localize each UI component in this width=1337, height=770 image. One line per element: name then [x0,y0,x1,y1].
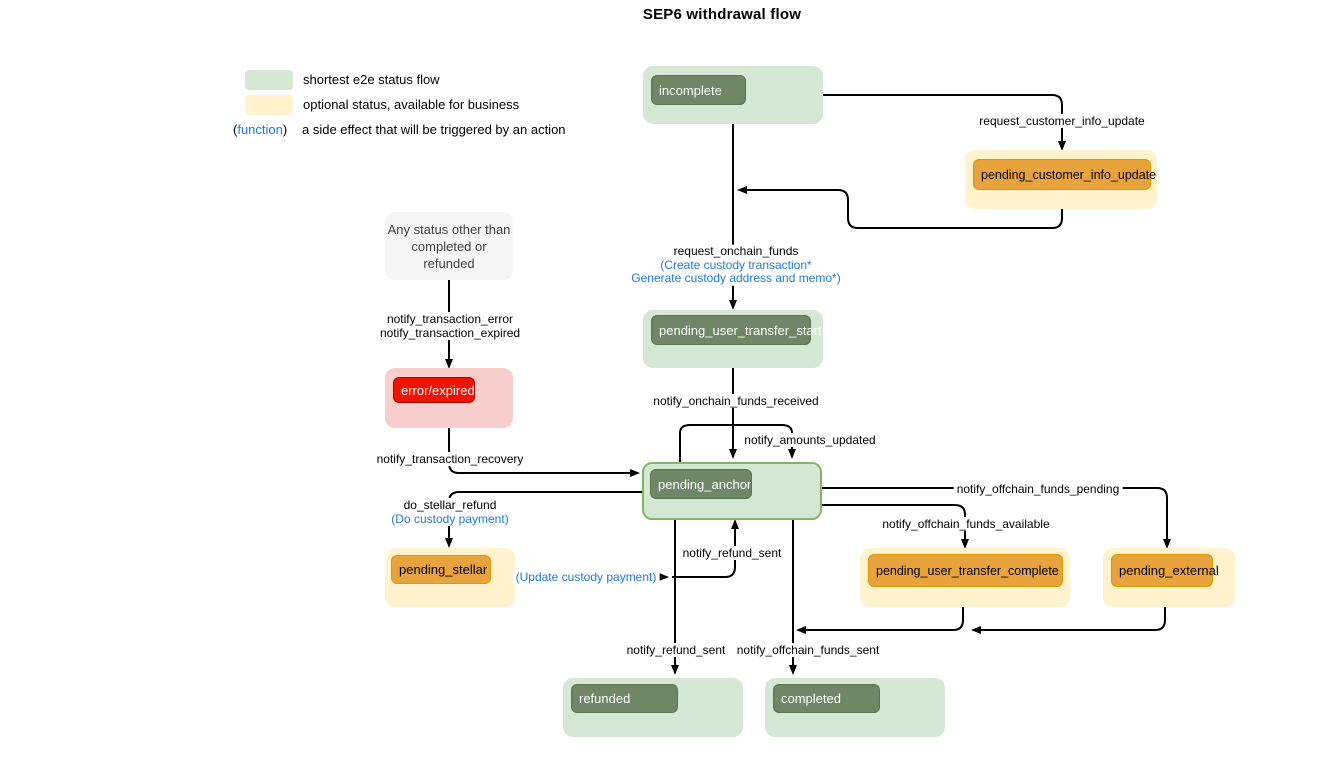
edge-label-notify-refund-sent-to-anchor: notify_refund_sent [679,546,785,560]
edge-label-generate-custody-address: Generate custody address and memo*) [629,270,843,286]
paren-close: ) [282,122,288,137]
node-pending-external-label: pending_external [1111,554,1219,587]
edge-label-notify-refund-sent-to-refunded: notify_refund_sent [623,643,729,657]
node-pending-stellar-label: pending_stellar [391,555,491,584]
legend-green-label: shortest e2e status flow [303,72,440,87]
node-pending-anchor-label: pending_anchor [650,469,752,499]
edge-label-notify-transaction-expired: notify_transaction_expired [376,326,524,340]
node-pending-user-transfer-complete: pending_user_transfer_complete [860,548,1070,607]
paren-open: ( [233,122,238,137]
edge-label-notify-onchain-funds-received: notify_onchain_funds_received [650,394,822,408]
edge-label-notify-offchain-funds-pending: notify_offchain_funds_pending [953,482,1123,496]
edge-pending-customer-info-update-return [737,186,1063,229]
node-error-expired-label: error/expired [393,377,475,403]
edge-label-create-custody-transaction: (Create custody transaction* [658,257,814,272]
edge-label-do-stellar-refund: do_stellar_refund [400,498,500,512]
node-incomplete-label: incomplete [651,75,746,105]
edge-pending-stellar-to-pending-anchor [672,519,739,578]
legend-yellow-swatch [245,95,293,115]
edge-pending-external-to-completed [971,607,1166,634]
node-pending-customer-info-update-label: pending_customer_info_update [973,159,1156,190]
node-completed-label: completed [773,684,880,713]
legend-yellow-label: optional status, available for business [303,97,520,112]
node-completed: completed [765,678,945,737]
node-pending-stellar: pending_stellar [385,548,515,607]
node-error-expired: error/expired [385,368,513,428]
node-pending-user-transfer-start-label: pending_user_transfer_start [651,315,822,345]
edge-label-notify-offchain-funds-available: notify_offchain_funds_available [879,517,1053,531]
edge-label-notify-transaction-recovery: notify_transaction_recovery [373,452,527,466]
node-incomplete: incomplete [643,66,823,124]
diagram-title: SEP6 withdrawal flow [642,6,802,23]
legend-function-key: (function) [233,120,287,140]
any-status-line1: Any status other than [387,221,511,237]
legend-function-label: a side effect that will be triggered by … [302,122,566,137]
node-any-status: Any status other than completed or refun… [385,212,513,280]
edge-label-request-onchain-funds-action: request_onchain_funds [671,243,801,259]
node-pending-user-transfer-start: pending_user_transfer_start [643,310,823,368]
edge-incomplete-to-pending-customer-info-update [823,94,1066,151]
edge-label-update-custody-payment: (Update custody payment) [512,570,660,584]
edge-label-notify-offchain-funds-sent: notify_offchain_funds_sent [733,643,883,657]
node-pending-external: pending_external [1103,548,1235,607]
edge-label-notify-transaction-error: notify_transaction_error [383,312,517,326]
node-pending-user-transfer-complete-label: pending_user_transfer_complete [868,554,1063,587]
node-refunded-label: refunded [571,684,678,713]
edge-label-request-onchain-funds: request_onchain_funds (Create custody tr… [629,243,843,286]
edge-pending-anchor-self-loop [679,424,796,462]
edge-pending-anchor-to-pending-user-transfer-complete [822,504,969,549]
legend-function-word: function [237,122,283,137]
any-status-line2: completed or refunded [411,238,487,271]
edge-label-request-customer-info-update: request_customer_info_update [976,114,1148,128]
edge-pending-anchor-to-pending-external [822,487,1171,549]
edge-pending-user-transfer-complete-to-completed [796,607,964,634]
edge-label-notify-amounts-updated: notify_amounts_updated [741,433,879,447]
node-pending-anchor: pending_anchor [642,462,822,520]
legend-green-swatch [245,70,293,90]
edge-label-do-custody-payment: (Do custody payment) [388,512,512,526]
node-pending-customer-info-update: pending_customer_info_update [965,150,1157,209]
edge-error-expired-to-pending-anchor [448,428,640,477]
node-refunded: refunded [563,678,743,737]
